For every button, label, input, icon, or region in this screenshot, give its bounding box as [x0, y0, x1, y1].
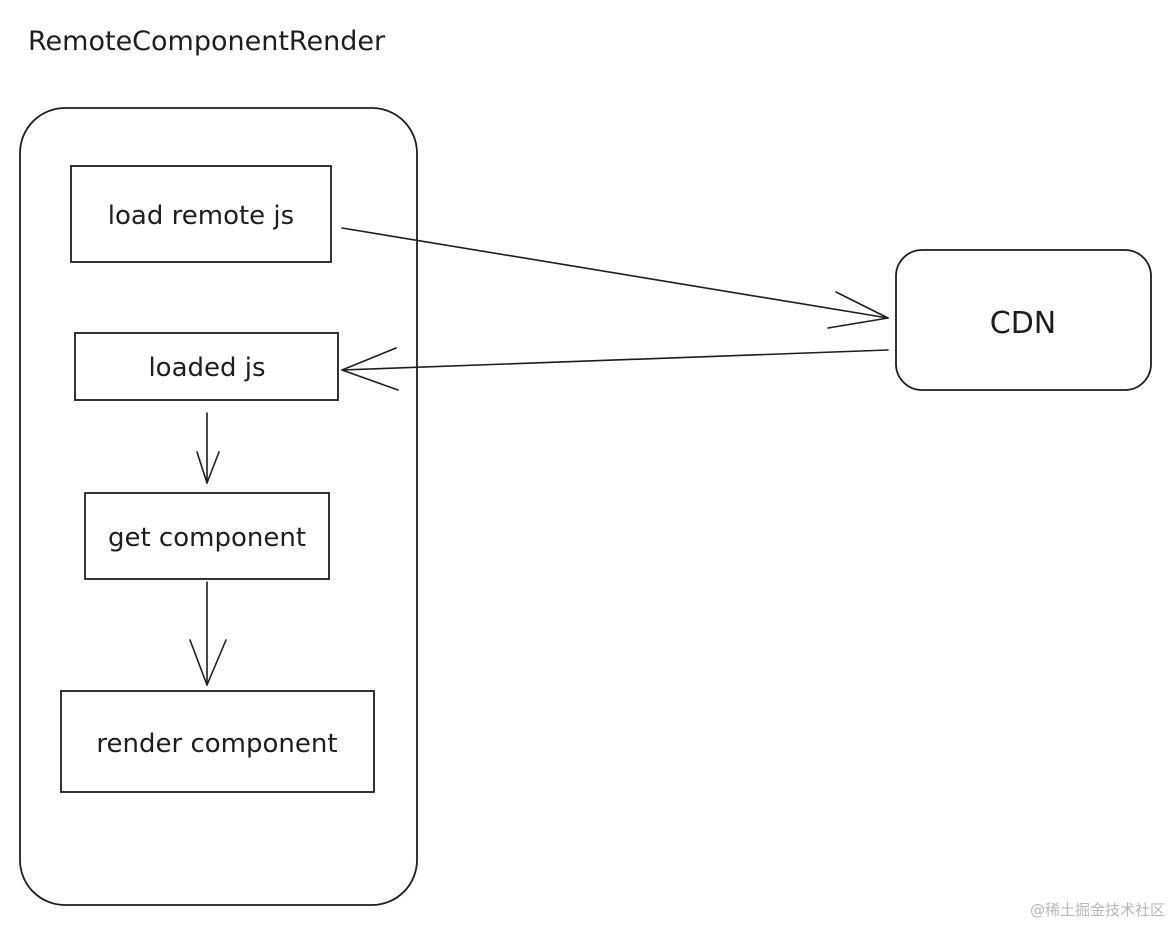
step-load-remote-js: load remote js — [70, 165, 332, 263]
step-label: get component — [108, 523, 306, 553]
step-label: load remote js — [108, 201, 294, 231]
step-loaded-js: loaded js — [74, 332, 339, 401]
arrow-cdn-to-loaded-js — [341, 347, 889, 391]
step-label: render component — [96, 729, 337, 759]
arrow-request-to-cdn — [341, 227, 889, 329]
step-render-component: render component — [60, 690, 375, 793]
cdn-node: CDN — [895, 249, 1152, 391]
arrow-loaded-to-get — [196, 412, 220, 484]
diagram-title: RemoteComponentRender — [28, 26, 386, 57]
arrow-get-to-render — [189, 581, 227, 686]
remote-component-render-container — [19, 107, 418, 906]
step-label: loaded js — [148, 353, 265, 383]
step-get-component: get component — [84, 492, 330, 580]
cdn-label: CDN — [990, 306, 1057, 341]
watermark: @稀土掘金技术社区 — [1029, 901, 1165, 919]
